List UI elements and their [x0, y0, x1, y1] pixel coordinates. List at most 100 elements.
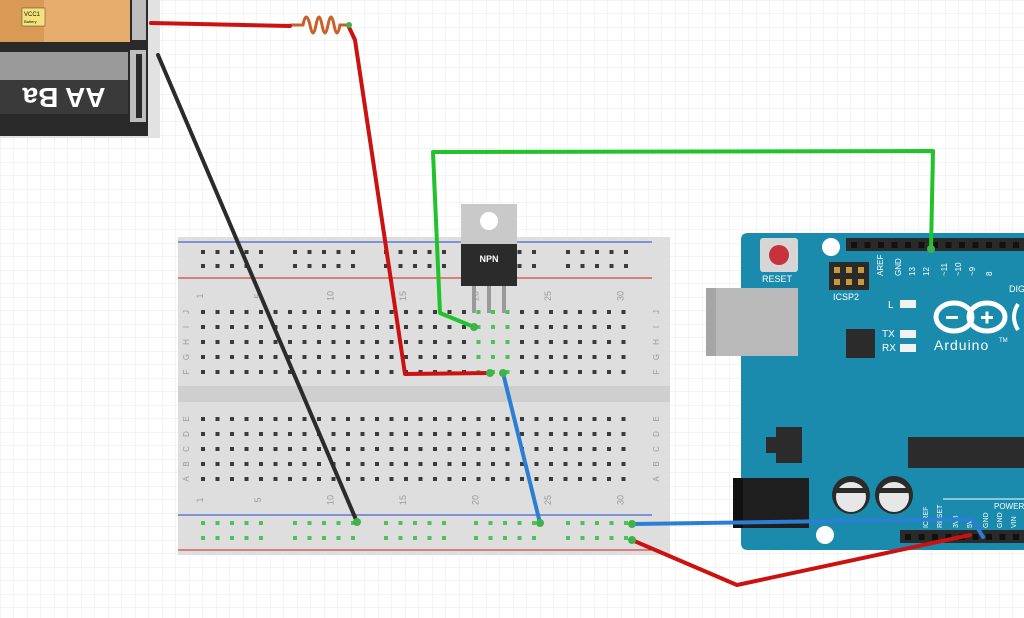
header-pin — [918, 534, 925, 540]
usb-connector-edge — [706, 288, 716, 356]
wire-red-battery-to-coil[interactable] — [149, 21, 292, 28]
breadboard-hole — [331, 477, 336, 481]
rail-hole — [215, 521, 220, 525]
digital-pin-label: AREF — [876, 255, 885, 276]
breadboard-hole — [317, 355, 321, 359]
breadboard-hole — [346, 340, 350, 344]
breadboard-hole — [346, 477, 350, 481]
breadboard-hole — [476, 417, 481, 421]
breadboard-hole — [578, 340, 582, 344]
rail-hole — [532, 536, 536, 540]
breadboard-hole — [288, 477, 292, 481]
column-number-top: 15 — [398, 291, 408, 301]
wire-black-battery-to-ground-rail[interactable] — [156, 53, 359, 524]
column-number-bottom: 10 — [326, 495, 336, 505]
breadboard-hole — [563, 447, 568, 451]
wire-red-rail-to-5v[interactable] — [630, 533, 972, 587]
breadboard-hole — [244, 355, 249, 359]
column-number-top: 25 — [543, 291, 553, 301]
breadboard-hole — [259, 447, 263, 451]
breadboard-hole — [563, 370, 568, 374]
breadboard-hole — [389, 340, 394, 344]
mounting-hole — [816, 526, 834, 544]
breadboard-hole — [534, 477, 539, 481]
breadboard-hole — [592, 462, 597, 466]
breadboard-hole — [201, 432, 205, 436]
wire-green-pin12-to-base[interactable] — [431, 149, 935, 329]
breadboard-hole — [201, 310, 205, 314]
reset-button-cap[interactable] — [769, 245, 789, 265]
breadboard-hole — [346, 325, 350, 329]
icsp-label: ICSP2 — [833, 292, 859, 302]
row-letter: E — [652, 416, 661, 421]
breadboard-hole — [404, 325, 408, 329]
rail-hole — [517, 250, 522, 254]
rail-hole — [566, 521, 570, 525]
rail-hole — [244, 536, 249, 540]
battery-copper-highlight — [44, 0, 130, 42]
breadboard-hole — [505, 462, 510, 466]
breadboard-hole — [389, 325, 394, 329]
breadboard-hole — [476, 340, 481, 344]
row-letter: A — [182, 476, 191, 482]
breadboard-hole — [331, 447, 336, 451]
breadboard-hole — [491, 355, 495, 359]
row-letter: I — [652, 326, 661, 328]
breadboard-hole — [534, 462, 539, 466]
row-letter: H — [182, 339, 191, 345]
breadboard-hole — [288, 447, 292, 451]
breadboard-hole — [375, 447, 379, 451]
breadboard-hole — [346, 310, 350, 314]
icsp-pins — [834, 267, 864, 285]
breadboard-hole — [273, 370, 278, 374]
breadboard-hole — [433, 355, 437, 359]
rail-hole — [595, 521, 599, 525]
breadboard-hole — [607, 310, 611, 314]
wire-blue-rail-to-gnd[interactable] — [630, 517, 985, 539]
breadboard-hole — [360, 417, 365, 421]
digital-pin-label: 8 — [985, 271, 994, 276]
breadboard-hole — [505, 310, 510, 314]
rail-hole — [427, 250, 432, 254]
breadboard-hole — [621, 340, 626, 344]
breadboard-hole — [520, 370, 524, 374]
breadboard-hole — [534, 310, 539, 314]
wire-blue-emitter-to-rail[interactable] — [501, 371, 542, 525]
l-led — [900, 300, 916, 308]
rail-hole — [609, 536, 614, 540]
battery-label-band — [0, 80, 128, 114]
breadboard-hole — [578, 370, 582, 374]
rail-hole — [351, 264, 355, 268]
rail-hole — [398, 250, 403, 254]
rail-hole — [580, 536, 585, 540]
breadboard-hole — [215, 432, 220, 436]
breadboard-hole — [549, 310, 553, 314]
rail-hole — [215, 264, 220, 268]
rail-hole — [322, 264, 326, 268]
breadboard-hole — [273, 447, 278, 451]
rail-hole — [230, 250, 234, 254]
breadboard-hole — [317, 325, 321, 329]
breadboard-hole — [433, 417, 437, 421]
rail-hole — [488, 536, 493, 540]
breadboard-hole — [346, 432, 350, 436]
row-letter: I — [182, 326, 191, 328]
breadboard-hole — [592, 310, 597, 314]
rail-hole — [244, 250, 249, 254]
breadboard-hole — [346, 370, 350, 374]
header-pin — [878, 242, 884, 248]
breadboard-hole — [418, 432, 423, 436]
breadboard-hole — [244, 462, 249, 466]
breadboard-hole — [578, 447, 582, 451]
breadboard-hole — [404, 462, 408, 466]
battery-tag-line1: VCC1 — [24, 12, 41, 18]
wire-red-coil-to-breadboard[interactable] — [346, 23, 492, 376]
breadboard-hole — [389, 310, 394, 314]
breadboard-hole — [505, 477, 510, 481]
rail-hole — [201, 521, 205, 525]
breadboard-hole — [273, 355, 278, 359]
breadboard-hole — [302, 355, 307, 359]
breadboard-hole — [302, 477, 307, 481]
capacitor — [832, 476, 870, 514]
